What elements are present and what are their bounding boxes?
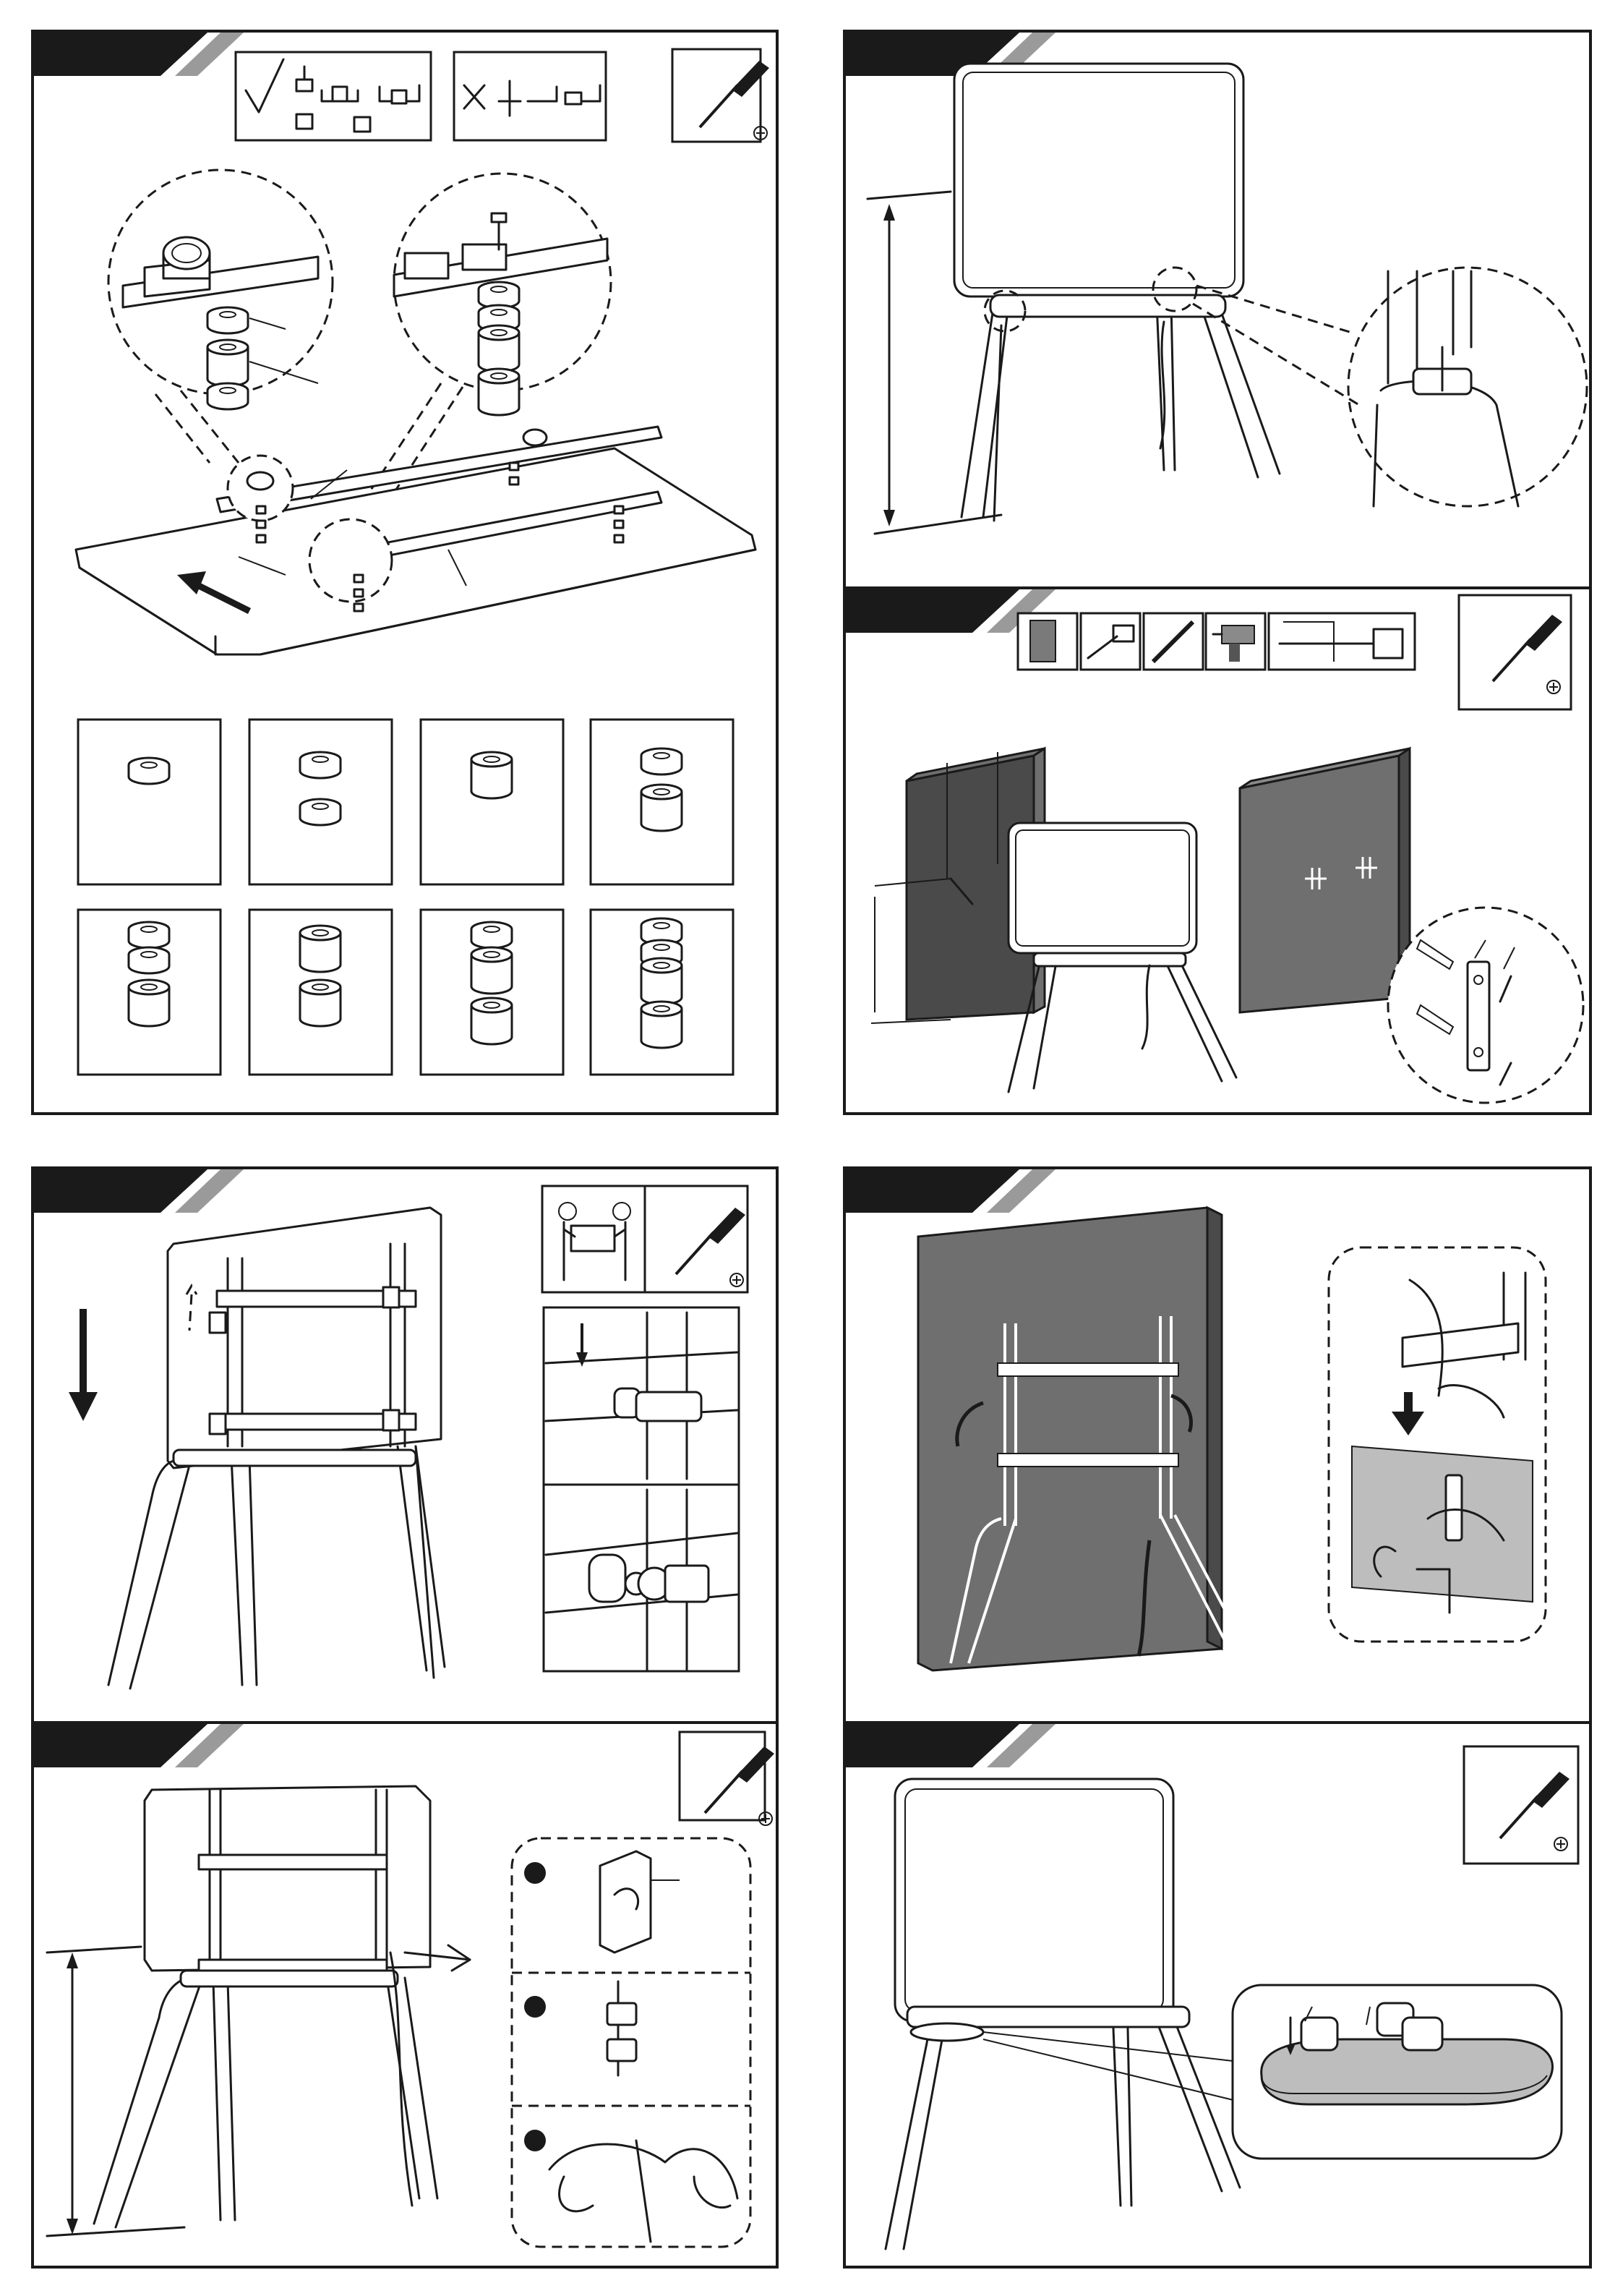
panel-7-tray [844,1723,1590,2267]
step-header-bar [34,1724,244,1767]
tray-detail [1233,1985,1562,2159]
strap-fixing-detail [1329,1247,1546,1642]
step-header-bar [846,1169,1055,1213]
wall-anchor-detail [1388,908,1583,1103]
step-1-marker [524,1862,546,1884]
panel-1-rails-spacers [33,31,777,1114]
panel-6-cable-management [33,1723,777,2267]
screwdriver-icon [645,1186,748,1292]
step-header-bar [34,1169,244,1213]
step-2-marker [524,1996,546,2018]
hook-detail-bottom [544,1485,739,1671]
hook-detail-top [544,1307,739,1485]
two-person-lift-icon [542,1186,645,1292]
correct-assembly-icon [236,52,431,140]
wall-icon [1030,620,1055,662]
height-adjust-detail [1193,268,1587,506]
stand-with-tv-cables [94,1786,470,2227]
cable-clip-steps [512,1838,750,2247]
screwdriver-icon [680,1732,774,1825]
panel-4-hang-tv [33,1168,777,1723]
panel-5-wall-strap [844,1168,1590,1723]
screwdriver-icon [1464,1746,1578,1864]
panel-3-wall-fixing [844,588,1590,1114]
stand-against-wall [918,1208,1243,1670]
tv-hanging-on-stand [108,1208,445,1689]
step-header-bar [846,1724,1055,1767]
spacer-combinations-grid [78,720,733,1075]
easel-stand-with-tv [954,64,1280,521]
detail-circle-right [394,174,611,415]
required-tools-strip [1018,613,1415,670]
step-3-marker [524,2130,546,2151]
step-header-bar [34,33,244,76]
incorrect-assembly-icon [454,52,606,140]
wall-with-easel [871,748,1236,1092]
screwdriver-icon [1459,595,1571,709]
panel-2-height-adjust [844,31,1590,588]
lower-arrow [69,1309,98,1421]
easel-stand-with-tray [886,1779,1240,2249]
screwdriver-icon [672,49,769,142]
detail-circle-left [108,170,333,409]
wall-drilled [1240,748,1410,1012]
